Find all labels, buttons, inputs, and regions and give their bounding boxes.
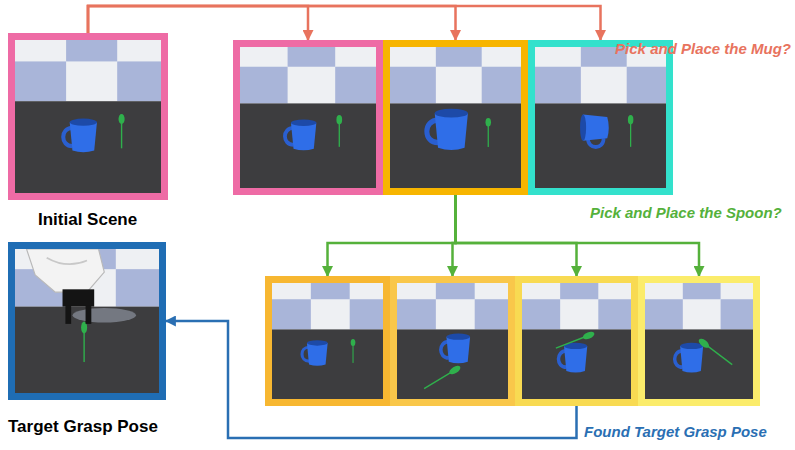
scene-panel — [515, 276, 638, 406]
flow-arrow — [456, 195, 577, 276]
scene-image — [15, 40, 161, 193]
scene-image — [390, 47, 521, 188]
scene-image — [522, 283, 631, 399]
panel-caption: Initial Scene — [38, 210, 137, 230]
scene-image — [240, 47, 376, 188]
scene-panel — [528, 40, 673, 195]
scene-panel — [390, 276, 515, 406]
scene-panel: Target Grasp Pose — [8, 242, 166, 400]
flow-arrow — [328, 195, 456, 276]
step-annotation: Pick and Place the Mug? — [615, 40, 791, 58]
scene-image — [15, 249, 159, 393]
step-annotation: Found Target Grasp Pose — [584, 423, 767, 441]
scene-panel: Initial Scene — [8, 33, 168, 200]
scene-panel — [233, 40, 383, 195]
scene-image — [272, 283, 383, 399]
scene-image — [645, 283, 753, 399]
panel-caption: Target Grasp Pose — [8, 417, 158, 437]
scene-image — [535, 47, 666, 188]
scene-panel — [383, 40, 528, 195]
scene-panel — [265, 276, 390, 406]
scene-image — [397, 283, 508, 399]
scene-panel — [638, 276, 760, 406]
step-annotation: Pick and Place the Spoon? — [590, 204, 782, 222]
